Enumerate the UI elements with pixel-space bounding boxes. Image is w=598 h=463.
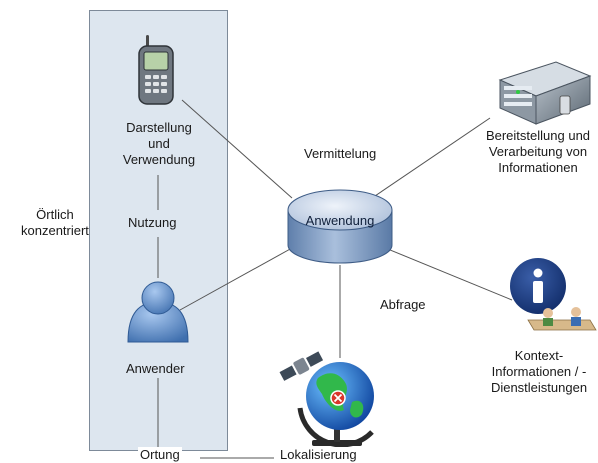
node-lokalisierung-label: Lokalisierung bbox=[278, 447, 359, 463]
mobile-phone-icon bbox=[138, 35, 174, 105]
left-group-label: Örtlich konzentriert bbox=[21, 207, 89, 239]
server-icon bbox=[498, 61, 592, 125]
edge-anwendung-kontext bbox=[377, 244, 513, 301]
node-bereitstellung-line1: Bereitstellung und bbox=[485, 128, 591, 143]
node-anwendung-label: Anwendung bbox=[305, 213, 375, 228]
edge-anwendung-bereitstellung bbox=[371, 117, 491, 199]
node-bereitstellung-line3: Informationen bbox=[498, 160, 578, 175]
edge-label-ortung: Ortung bbox=[138, 447, 182, 463]
node-kontext-label: Kontext- Informationen / - Dienstleistun… bbox=[484, 348, 594, 396]
database-cylinder-icon bbox=[287, 189, 393, 264]
left-group-label-line2: konzentriert bbox=[21, 223, 89, 238]
node-darstellung-line3: Verwendung bbox=[122, 152, 196, 167]
node-kontext-line3: Dienstleistungen bbox=[490, 380, 588, 395]
info-icon bbox=[510, 258, 597, 331]
node-bereitstellung-line2: Verarbeitung von bbox=[488, 144, 588, 159]
node-darstellung-line1: Darstellung bbox=[126, 120, 192, 135]
node-anwender-label: Anwender bbox=[126, 361, 185, 376]
connector-lines bbox=[157, 99, 513, 459]
edge-label-nutzung: Nutzung bbox=[125, 215, 180, 231]
node-darstellung-line2: und bbox=[148, 136, 170, 151]
edge-label-abfrage: Abfrage bbox=[380, 297, 426, 312]
node-kontext-line1: Kontext- bbox=[514, 348, 564, 363]
left-group-label-line1: Örtlich bbox=[36, 207, 74, 222]
edge-darstellung-anwendung bbox=[181, 99, 293, 199]
node-darstellung-label: Darstellung und Verwendung bbox=[112, 120, 206, 168]
edge-label-vermittelung: Vermittelung bbox=[304, 146, 377, 161]
edge-anwender-anwendung bbox=[179, 247, 293, 311]
globe-satellite-icon bbox=[279, 351, 374, 448]
node-kontext-line2: Informationen / - bbox=[491, 364, 587, 379]
user-icon bbox=[127, 281, 189, 343]
node-bereitstellung-label: Bereitstellung und Verarbeitung von Info… bbox=[478, 128, 598, 176]
